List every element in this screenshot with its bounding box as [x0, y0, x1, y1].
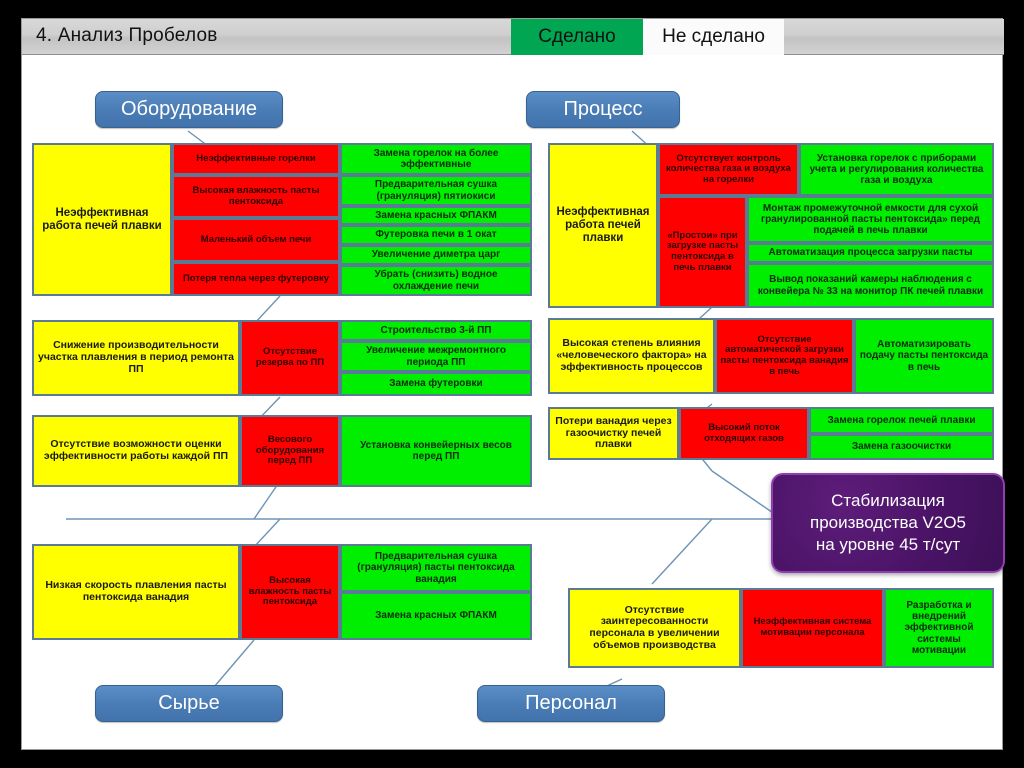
- action-cell[interactable]: Автоматизация процесса загрузки пасты: [747, 243, 994, 263]
- cause-cell[interactable]: Неэффективная система мотивации персонал…: [741, 588, 884, 668]
- problem-cell[interactable]: Отсутствие возможности оценки эффективно…: [32, 415, 240, 487]
- action-cell[interactable]: Замена футеровки: [340, 372, 532, 396]
- action-cell[interactable]: Разработка и внедрений эффективной систе…: [884, 588, 994, 668]
- slide-canvas: 4. Анализ Пробелов Сделано Не сделано: [21, 18, 1005, 750]
- cause-cell[interactable]: Весового оборудования перед ПП: [240, 415, 340, 487]
- category-pill-equipment[interactable]: Оборудование: [95, 91, 283, 128]
- cause-cell[interactable]: Отсутствие автоматической загрузки пасты…: [715, 318, 854, 394]
- action-cell[interactable]: Строительство 3-й ПП: [340, 320, 532, 341]
- action-cell[interactable]: Увеличение диметра царг: [340, 245, 532, 265]
- action-cell[interactable]: Замена красных ФПАКМ: [340, 592, 532, 640]
- action-cell[interactable]: Замена горелок печей плавки: [809, 407, 994, 434]
- cause-cell[interactable]: Маленький объем печи: [172, 218, 340, 262]
- goal-line-2: производства V2O5: [809, 512, 967, 532]
- problem-cell[interactable]: Высокая степень влияния «человеческого ф…: [548, 318, 715, 394]
- action-cell[interactable]: Убрать (снизить) водное охлаждение печи: [340, 265, 532, 296]
- cause-cell[interactable]: Неэффективные горелки: [172, 143, 340, 175]
- problem-cell[interactable]: Снижение производительности участка плав…: [32, 320, 240, 396]
- slide-header: 4. Анализ Пробелов Сделано Не сделано: [22, 19, 1004, 55]
- problem-cell[interactable]: Неэффективная работа печей плавки: [32, 143, 172, 296]
- category-pill-process[interactable]: Процесс: [526, 91, 680, 128]
- action-cell[interactable]: Увеличение межремонтного периода ПП: [340, 341, 532, 372]
- goal-callout[interactable]: Стабилизация производства V2O5 на уровне…: [771, 473, 1005, 573]
- action-cell[interactable]: Автоматизировать подачу пасты пентоксида…: [854, 318, 994, 394]
- cause-cell[interactable]: Отсутствие резерва по ПП: [240, 320, 340, 396]
- category-label: Сырье: [158, 692, 220, 714]
- problem-cell[interactable]: Низкая скорость плавления пасты пентокси…: [32, 544, 240, 640]
- action-cell[interactable]: Замена газоочистки: [809, 434, 994, 460]
- cause-cell[interactable]: Высокая влажность пасты пентоксида: [172, 175, 340, 218]
- action-cell[interactable]: Футеровка печи в 1 окат: [340, 225, 532, 245]
- action-cell[interactable]: Предварительная сушка (грануляция) пасты…: [340, 544, 532, 592]
- category-pill-staff[interactable]: Персонал: [477, 685, 665, 722]
- page-title: 4. Анализ Пробелов: [36, 25, 218, 46]
- action-cell[interactable]: Замена горелок на более эффективные: [340, 143, 532, 175]
- category-label: Оборудование: [120, 98, 258, 120]
- cause-cell[interactable]: Высокая влажность пасты пентоксида: [240, 544, 340, 640]
- action-cell[interactable]: Замена красных ФПАКМ: [340, 206, 532, 225]
- action-cell[interactable]: Установка горелок с приборами учета и ре…: [799, 143, 994, 196]
- action-cell[interactable]: Предварительная сушка (грануляция) пятио…: [340, 175, 532, 206]
- cause-cell[interactable]: Отсутствует контроль количества газа и в…: [658, 143, 799, 196]
- category-label: Процесс: [563, 98, 643, 120]
- cause-cell[interactable]: Потеря тепла через футеровку: [172, 262, 340, 296]
- goal-line-1: Стабилизация: [831, 490, 945, 510]
- action-cell[interactable]: Монтаж промежуточной емкости для сухой г…: [747, 196, 994, 243]
- cause-cell[interactable]: «Простои» при загрузке пасты пентоксида …: [658, 196, 747, 308]
- problem-cell[interactable]: Потери ванадия через газоочистку печей п…: [548, 407, 679, 460]
- category-pill-raw[interactable]: Сырье: [95, 685, 283, 722]
- action-cell[interactable]: Вывод показаний камеры наблюдения с конв…: [747, 263, 994, 308]
- legend-not-done: Не сделано: [643, 19, 784, 55]
- problem-cell[interactable]: Неэффективная работа печей плавки: [548, 143, 658, 308]
- category-label: Персонал: [525, 692, 617, 714]
- legend-done: Сделано: [511, 19, 643, 55]
- cause-cell[interactable]: Высокий поток отходящих газов: [679, 407, 809, 460]
- problem-cell[interactable]: Отсутствие заинтересованности персонала …: [568, 588, 741, 668]
- goal-line-3: на уровне 45 т/сут: [815, 535, 961, 555]
- action-cell[interactable]: Установка конвейерных весов перед ПП: [340, 415, 532, 487]
